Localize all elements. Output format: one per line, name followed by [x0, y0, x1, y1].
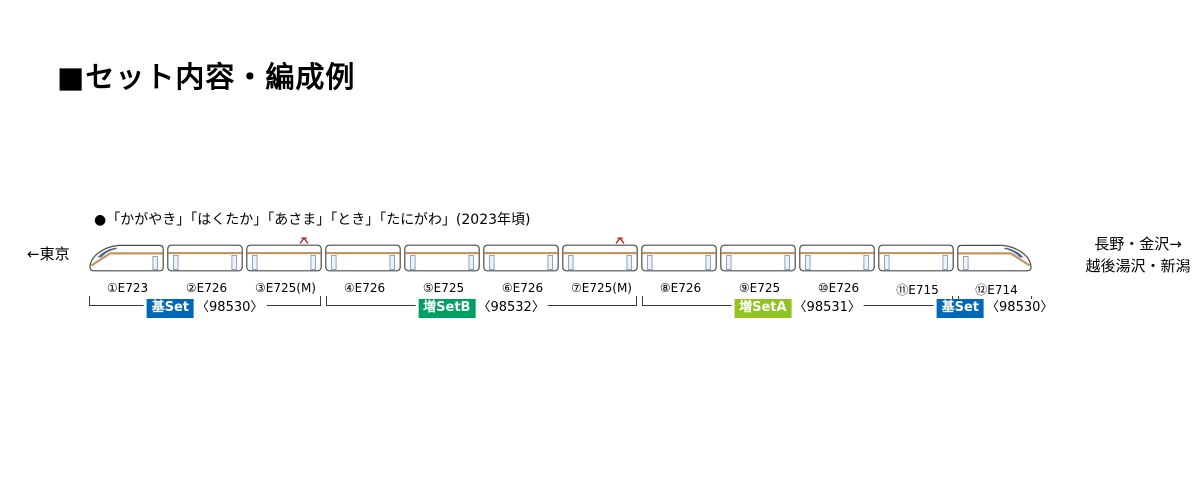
set-name-chip: 増SetA: [734, 299, 792, 318]
train-car-3: [246, 237, 322, 273]
set-product-code: 〈98530〉: [196, 300, 264, 315]
direction-right-line2: 越後湯沢・新潟: [1085, 257, 1191, 275]
set-product-code: 〈98532〉: [477, 300, 545, 315]
set-product-code: 〈98531〉: [793, 300, 861, 315]
set-label-4: 基Set〈98530〉: [933, 299, 1057, 318]
set-product-code: 〈98530〉: [986, 300, 1054, 315]
car-body-middle: [641, 244, 717, 272]
car-body-middle: [562, 244, 638, 272]
car-body-middle: [167, 244, 243, 272]
car-body-middle: [325, 244, 401, 272]
car-label-2: ②E726: [185, 281, 228, 295]
train-car-1: [88, 243, 164, 273]
car-label-10: ⑩E726: [817, 281, 860, 295]
car-label-3: ③E725(M): [255, 281, 316, 295]
set-name-chip: 基Set: [936, 299, 985, 318]
train-car-7: [562, 237, 638, 273]
car-body-nose-right: [957, 244, 1032, 272]
car-body-middle: [404, 244, 480, 272]
car-body-middle: [720, 244, 796, 272]
set-label-1: 基Set〈98530〉: [143, 299, 267, 318]
set-name-chip: 増SetB: [418, 299, 476, 318]
car-label-9: ⑨E725: [738, 281, 781, 295]
train-car-12: [957, 243, 1033, 273]
car-label-4: ④E726: [343, 281, 386, 295]
train-car-10: [799, 243, 875, 273]
train-car-9: [720, 243, 796, 273]
direction-right-line1: 長野・金沢→: [1094, 235, 1182, 253]
train-car-8: [641, 243, 717, 273]
car-body-middle: [799, 244, 875, 272]
pantograph-icon: [615, 237, 625, 244]
page-title: ■セット内容・編成例: [57, 60, 356, 94]
set-label-3: 増SetA〈98531〉: [731, 299, 864, 318]
car-body-middle: [246, 244, 322, 272]
train-car-5: [404, 243, 480, 273]
pantograph-icon: [299, 237, 309, 244]
car-label-5: ⑤E725: [422, 281, 465, 295]
train-car-11: [878, 243, 954, 273]
train-car-4: [325, 243, 401, 273]
car-body-nose-left: [89, 244, 164, 272]
car-label-1: ①E723: [106, 281, 149, 295]
set-name-chip: 基Set: [146, 299, 195, 318]
car-body-middle: [878, 244, 954, 272]
car-label-11: ⑪E715: [896, 283, 939, 297]
train-service-names-note: ●「かがやき」「はくたか」「あさま」「とき」「たにがわ」(2023年頃): [94, 212, 531, 228]
car-body-middle: [483, 244, 559, 272]
car-label-12: ⑫E714: [975, 283, 1018, 297]
train-car-2: [167, 243, 243, 273]
car-label-8: ⑧E726: [659, 281, 702, 295]
car-label-7: ⑦E725(M): [571, 281, 632, 295]
direction-right-label: 長野・金沢→ 越後湯沢・新潟: [1078, 233, 1198, 277]
set-label-2: 増SetB〈98532〉: [415, 299, 548, 318]
direction-left-label: ←東京: [27, 245, 70, 263]
car-label-6: ⑥E726: [501, 281, 544, 295]
train-car-6: [483, 243, 559, 273]
